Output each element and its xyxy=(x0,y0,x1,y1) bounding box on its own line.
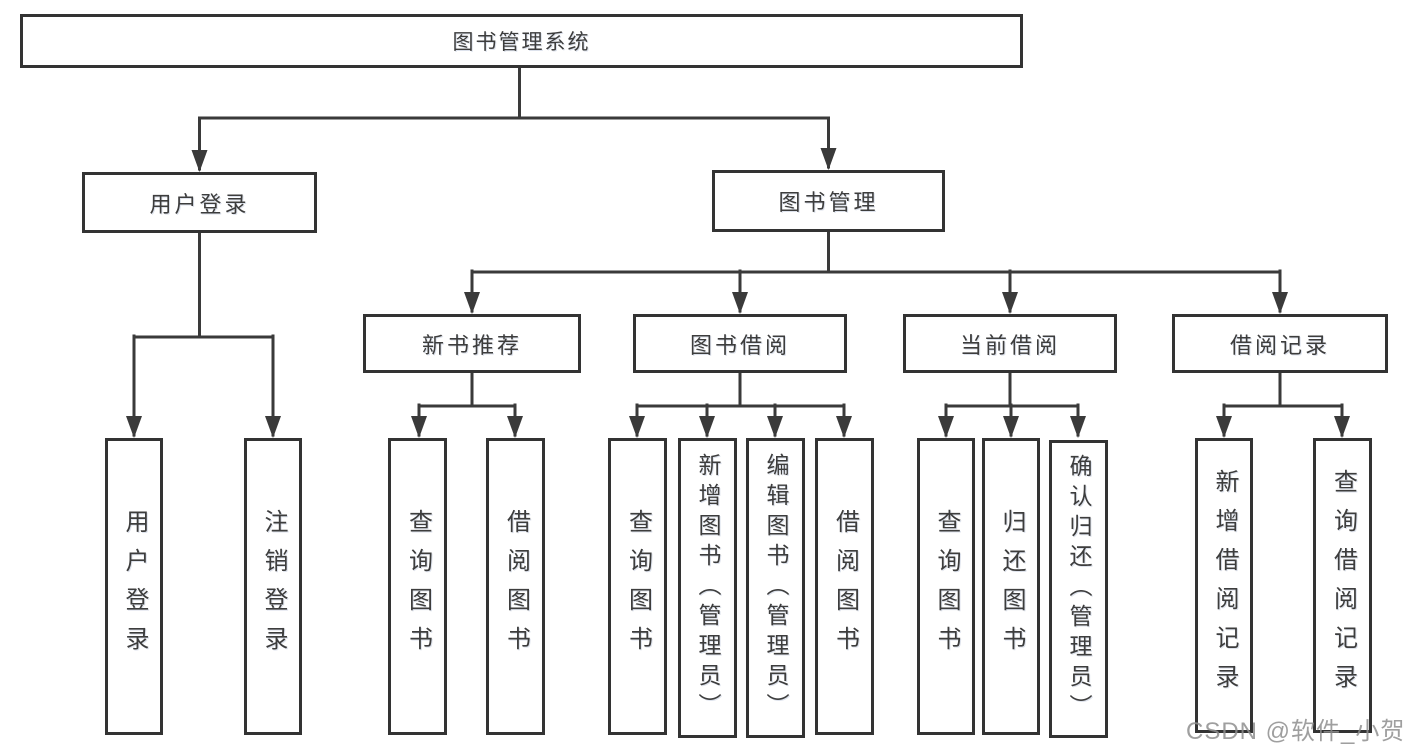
leaf-borrow-book-recommend: 借阅图书 xyxy=(486,438,545,735)
leaf-query-book-borrow: 查询图书 xyxy=(608,438,667,735)
node-label: 借阅记录 xyxy=(1229,332,1330,358)
leaf-add-book-admin: 新增图书（管理员） xyxy=(678,438,737,738)
node-label: 图书管理系统 xyxy=(452,31,591,54)
leaf-edit-book-admin: 编辑图书（管理员） xyxy=(746,438,805,738)
node-label: 图书借阅 xyxy=(689,332,790,358)
node-book-management: 图书管理 xyxy=(712,170,945,232)
node-label: 注销登录 xyxy=(260,508,287,665)
node-label: 查询图书 xyxy=(624,508,652,665)
leaf-query-book-recommend: 查询图书 xyxy=(388,438,447,735)
node-label: 当前借阅 xyxy=(959,332,1060,358)
node-label: 用户登录 xyxy=(121,508,148,665)
node-label: 编辑图书（管理员） xyxy=(763,453,789,723)
leaf-logout: 注销登录 xyxy=(244,438,302,735)
node-label: 借阅图书 xyxy=(502,508,530,665)
node-label: 新书推荐 xyxy=(421,332,522,358)
leaf-query-book-current: 查询图书 xyxy=(917,438,975,735)
node-label: 图书管理 xyxy=(778,190,879,215)
node-new-book-recommend: 新书推荐 xyxy=(363,314,581,373)
node-book-borrow: 图书借阅 xyxy=(633,314,847,373)
node-label: 确认归还（管理员） xyxy=(1066,454,1092,724)
node-label: 用户登录 xyxy=(149,191,250,217)
node-label: 借阅图书 xyxy=(831,508,859,665)
node-user-login: 用户登录 xyxy=(82,172,317,233)
node-current-borrow: 当前借阅 xyxy=(903,314,1117,373)
node-label: 归还图书 xyxy=(998,508,1025,665)
node-label: 新增借阅记录 xyxy=(1211,468,1238,703)
leaf-confirm-return-admin: 确认归还（管理员） xyxy=(1049,440,1108,738)
node-label: 新增图书（管理员） xyxy=(695,453,721,723)
node-borrow-record: 借阅记录 xyxy=(1172,314,1388,373)
leaf-query-borrow-record: 查询借阅记录 xyxy=(1313,438,1372,733)
node-library-management-system: 图书管理系统 xyxy=(20,14,1023,68)
leaf-return-book: 归还图书 xyxy=(982,438,1040,735)
leaf-borrow-book: 借阅图书 xyxy=(815,438,874,735)
node-label: 查询图书 xyxy=(404,508,432,665)
node-label: 查询借阅记录 xyxy=(1329,468,1357,703)
csdn-watermark: CSDN @软件_小贺同学 xyxy=(1186,718,1405,745)
leaf-add-borrow-record: 新增借阅记录 xyxy=(1195,438,1253,733)
leaf-user-login: 用户登录 xyxy=(105,438,163,735)
node-label: 查询图书 xyxy=(933,508,960,665)
